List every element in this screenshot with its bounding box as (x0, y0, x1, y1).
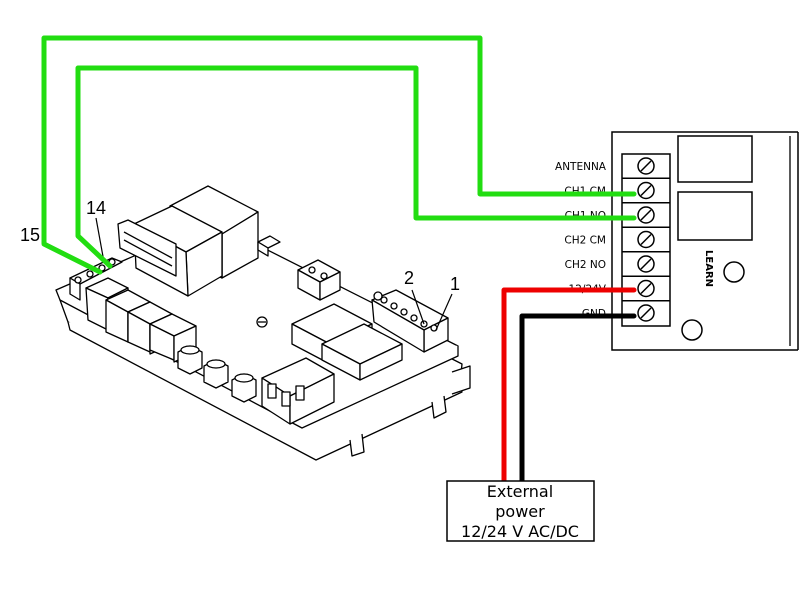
right-terminal-strip (371, 289, 449, 353)
wire-ground (519, 313, 637, 485)
terminal-label-3: CH2 CM (564, 235, 606, 247)
power-line-1: External (487, 482, 553, 501)
relay-right (291, 303, 403, 381)
callout-1: 1 (450, 274, 460, 294)
wire-ch1-no (75, 65, 637, 269)
terminal-label-0: ANTENNA (555, 161, 607, 173)
terminal-screw-slot-5 (640, 282, 652, 295)
terminal-screw-slot-2 (640, 209, 652, 221)
callout-2: 2 (404, 268, 414, 288)
receiver-module (611, 131, 799, 351)
terminal-screw-slot-6 (640, 307, 652, 319)
terminal-screw-slot-4 (640, 258, 652, 270)
wires (41, 35, 637, 485)
terminal-screw-slot-0 (640, 160, 652, 172)
terminal-screw-slot-3 (640, 233, 652, 246)
status-led (681, 319, 703, 341)
callout-15: 15 (20, 225, 40, 245)
power-line-3: 12/24 V AC/DC (461, 522, 579, 541)
callout-14: 14 (86, 198, 106, 218)
external-power-box: External power 12/24 V AC/DC (446, 480, 595, 542)
terminal-label-4: CH2 NO (565, 259, 606, 271)
receiver-relay-2 (677, 191, 753, 241)
transformer (117, 185, 259, 297)
learn-label: LEARN (703, 250, 714, 287)
relay-row (85, 277, 197, 363)
learn-button[interactable] (723, 261, 745, 283)
potentiometers (177, 345, 257, 403)
terminal-screw-slot-1 (640, 184, 652, 197)
led-display (261, 357, 335, 425)
power-line-2: power (495, 502, 545, 521)
wire-positive (501, 287, 637, 485)
control-board (55, 185, 471, 461)
wire-ch1-cm (41, 35, 637, 275)
receiver-relay-1 (677, 135, 753, 183)
